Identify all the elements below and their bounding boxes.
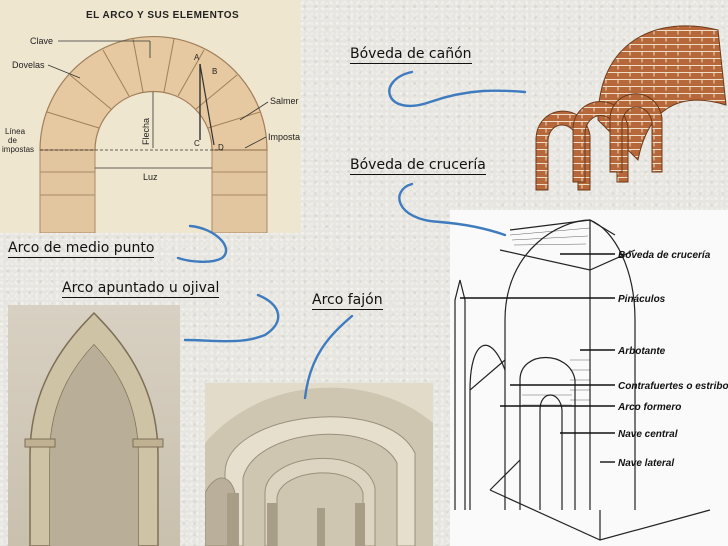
boveda-cruceria-callout: Bóveda de crucería	[618, 250, 711, 261]
arbotante-callout: Arbotante	[617, 346, 666, 357]
dovelas-label: Dovelas	[12, 60, 45, 70]
connector-apuntado	[183, 293, 280, 343]
flecha-label: Flecha	[141, 118, 151, 145]
label-arco-apuntado: Arco apuntado u ojival	[62, 280, 220, 298]
contrafuertes-callout: Contrafuertes o estribos	[618, 381, 728, 392]
imposta-label: Imposta	[268, 132, 300, 142]
clave-label: Clave	[30, 36, 53, 46]
de-label: de	[8, 136, 17, 145]
label-boveda-canon: Bóveda de cañón	[350, 46, 472, 64]
gothic-cathedral-section: Bóveda de crucería Pináculos Arbotante C…	[450, 210, 728, 546]
point-b: B	[212, 67, 217, 76]
pinaculos-callout: Pináculos	[618, 294, 666, 305]
barrel-vault-image	[528, 10, 728, 195]
arco-formero-callout: Arco formero	[617, 402, 681, 413]
arch-diagram-title: EL ARCO Y SUS ELEMENTOS	[86, 10, 239, 21]
label-arco-fajon: Arco fajón	[312, 292, 383, 310]
connector-boveda-canon	[388, 70, 527, 108]
nave-central-callout: Nave central	[618, 429, 678, 440]
salmer-label: Salmer	[270, 96, 299, 106]
point-a: A	[194, 53, 200, 62]
pointed-arch-image	[8, 305, 180, 546]
point-d: D	[218, 143, 224, 152]
nave-lateral-callout: Nave lateral	[618, 458, 674, 469]
label-arco-medio-punto: Arco de medio punto	[8, 240, 155, 258]
luz-label: Luz	[143, 172, 158, 182]
transverse-arch-image	[205, 383, 433, 546]
label-boveda-cruceria: Bóveda de crucería	[350, 157, 486, 175]
impostas-label: impostas	[2, 145, 34, 154]
arch-elements-diagram: EL ARCO Y SUS ELEMENTOS Clave Dovelas Lí…	[0, 0, 300, 233]
point-c: C	[194, 139, 200, 148]
linea-label: Línea	[5, 127, 26, 136]
